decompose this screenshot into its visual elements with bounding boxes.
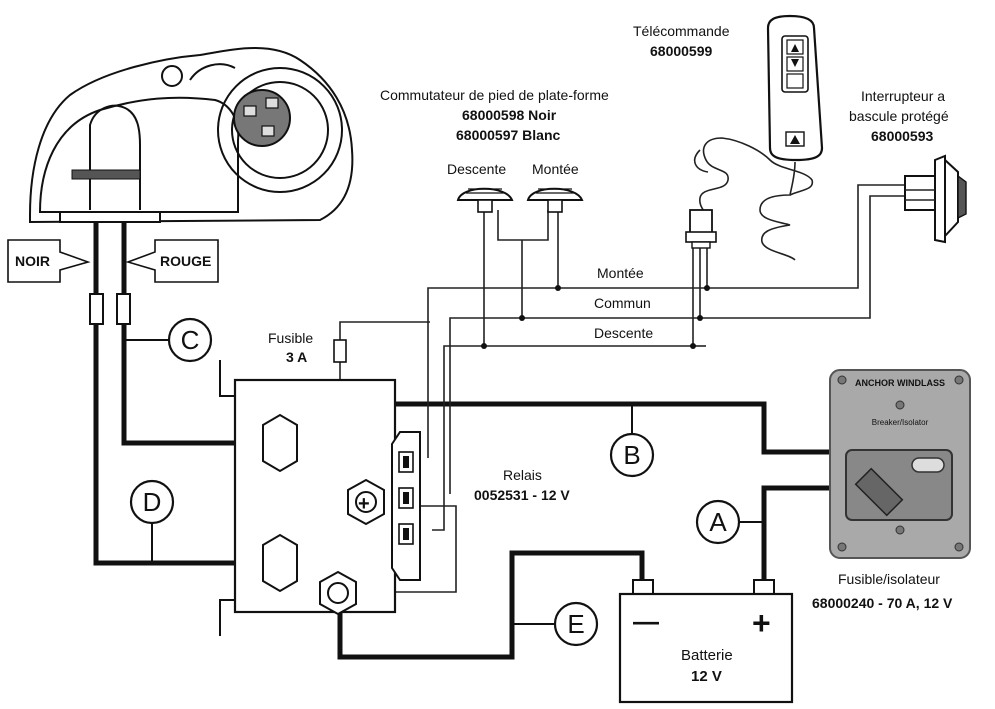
relay-part: 0052531 - 12 V [474,487,570,503]
svg-text:ROUGE: ROUGE [160,253,211,269]
rocker-switch [904,154,967,244]
battery-plus: + [752,605,771,641]
foot-switch-part-black: 68000598 Noir [462,107,557,123]
breaker-part: 68000240 - 70 A, 12 V [812,595,953,611]
remote-control [685,14,824,261]
battery-minus: — [633,606,659,636]
remote-part: 68000599 [650,43,713,59]
svg-text:B: B [623,440,640,470]
rocker-part: 68000593 [871,128,934,144]
svg-text:NOIR: NOIR [15,253,50,269]
remote-title: Télécommande [633,23,730,39]
foot-switch-title: Commutateur de pied de plate-forme [380,87,609,103]
breaker-panel: ANCHOR WINDLASS Breaker/Isolator [829,369,971,559]
junction-dots [481,285,710,349]
rocker-line2: bascule protégé [849,108,949,124]
control-wires [333,184,905,593]
foot-switch-up [526,187,584,213]
relay: + [219,360,421,636]
fuse-label: Fusible [268,330,313,346]
wire-tag-red: ROUGE [125,239,219,283]
foot-switch-up-label: Montée [532,161,579,177]
svg-text:A: A [709,507,727,537]
cable-marker-b: B [609,404,655,478]
svg-text:ANCHOR WINDLASS: ANCHOR WINDLASS [855,378,945,388]
foot-switch-down-label: Descente [447,161,506,177]
cable-marker-a: A [695,499,764,545]
line-label-down: Descente [594,325,653,341]
wire-tag-black: NOIR [7,239,91,283]
rocker-line1: Interrupteur a [861,88,945,104]
cable-marker-e: E [512,601,599,647]
svg-text:C: C [181,325,200,355]
windlass-unit [29,47,354,224]
breaker-label: Fusible/isolateur [838,571,940,587]
svg-text:E: E [567,609,584,639]
fuse-rating: 3 A [286,349,307,365]
foot-switch-down [456,187,514,213]
battery-voltage: 12 V [691,668,722,685]
line-label-common: Commun [594,295,651,311]
battery-label: Batterie [681,647,733,664]
line-label-up: Montée [597,265,644,281]
svg-text:Breaker/Isolator: Breaker/Isolator [872,418,929,427]
svg-text:D: D [143,487,162,517]
cable-marker-c: C [124,317,213,363]
cable-marker-d: D [129,479,175,563]
relay-plus-terminal: + [358,493,370,515]
battery: — + Batterie 12 V [618,579,794,704]
foot-switch-part-white: 68000597 Blanc [456,127,561,143]
relay-label: Relais [503,467,542,483]
